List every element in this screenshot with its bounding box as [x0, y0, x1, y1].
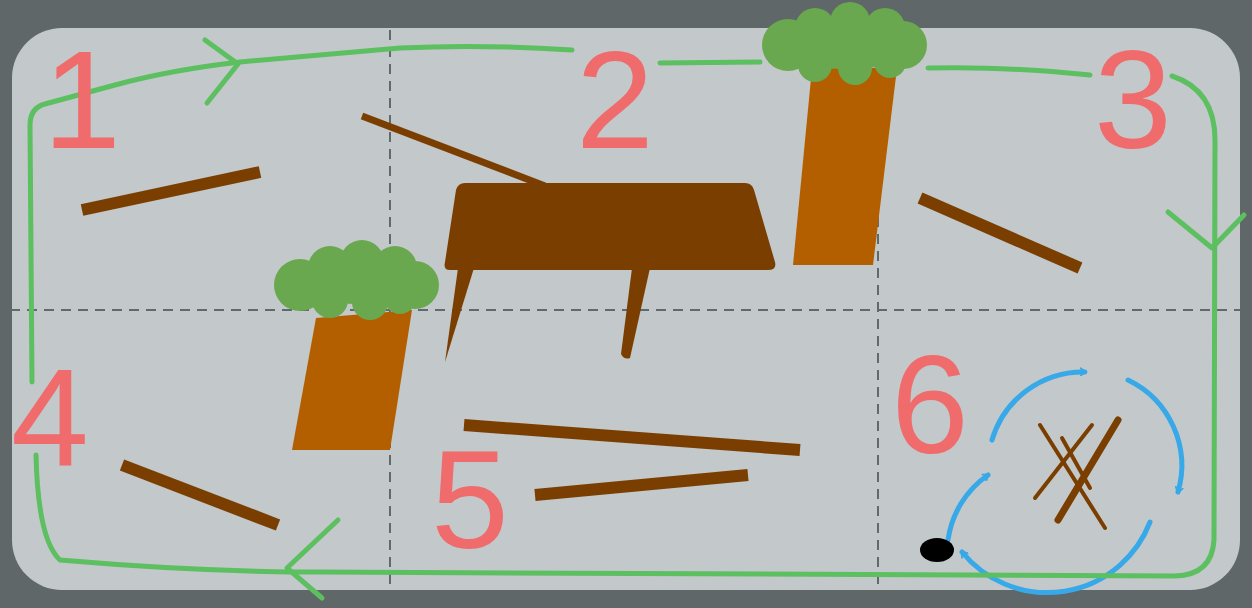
stick: [362, 116, 545, 186]
route-line: [660, 62, 760, 63]
route-line: [928, 68, 1090, 75]
zone-number: 5: [431, 430, 509, 570]
zone-number: 2: [576, 30, 654, 170]
zone-number: 3: [1094, 30, 1172, 170]
zone-grid: [10, 30, 1242, 590]
log: [535, 475, 748, 495]
circle-arrow: [992, 372, 1085, 440]
log: [82, 172, 260, 210]
tree-canopy: [762, 2, 927, 85]
table: [445, 183, 776, 362]
table-leg: [621, 268, 650, 359]
table-top: [445, 183, 776, 270]
route-arrowhead: [287, 520, 338, 598]
circle-arrow: [962, 522, 1150, 593]
crossed-sticks: [1035, 420, 1118, 528]
table-leg: [445, 268, 474, 362]
zone-number: 6: [891, 335, 969, 475]
log: [464, 425, 800, 450]
zone-number: 4: [11, 348, 89, 488]
circling-arrows: [948, 372, 1182, 593]
log: [920, 198, 1080, 268]
start-dot: [920, 538, 954, 562]
tree-trunk: [292, 310, 412, 450]
route-arrowhead: [205, 40, 238, 103]
logs: [82, 116, 1080, 525]
tree-canopy: [274, 240, 439, 320]
route-arrowhead: [1168, 212, 1244, 248]
tree: [274, 240, 439, 450]
circle-arrow: [948, 475, 988, 540]
circle-arrow: [1128, 380, 1182, 492]
tree: [762, 2, 927, 265]
grid-line: [10, 309, 1242, 311]
log: [122, 465, 278, 525]
zone-number: 1: [43, 30, 121, 170]
tree-trunk: [793, 68, 897, 265]
